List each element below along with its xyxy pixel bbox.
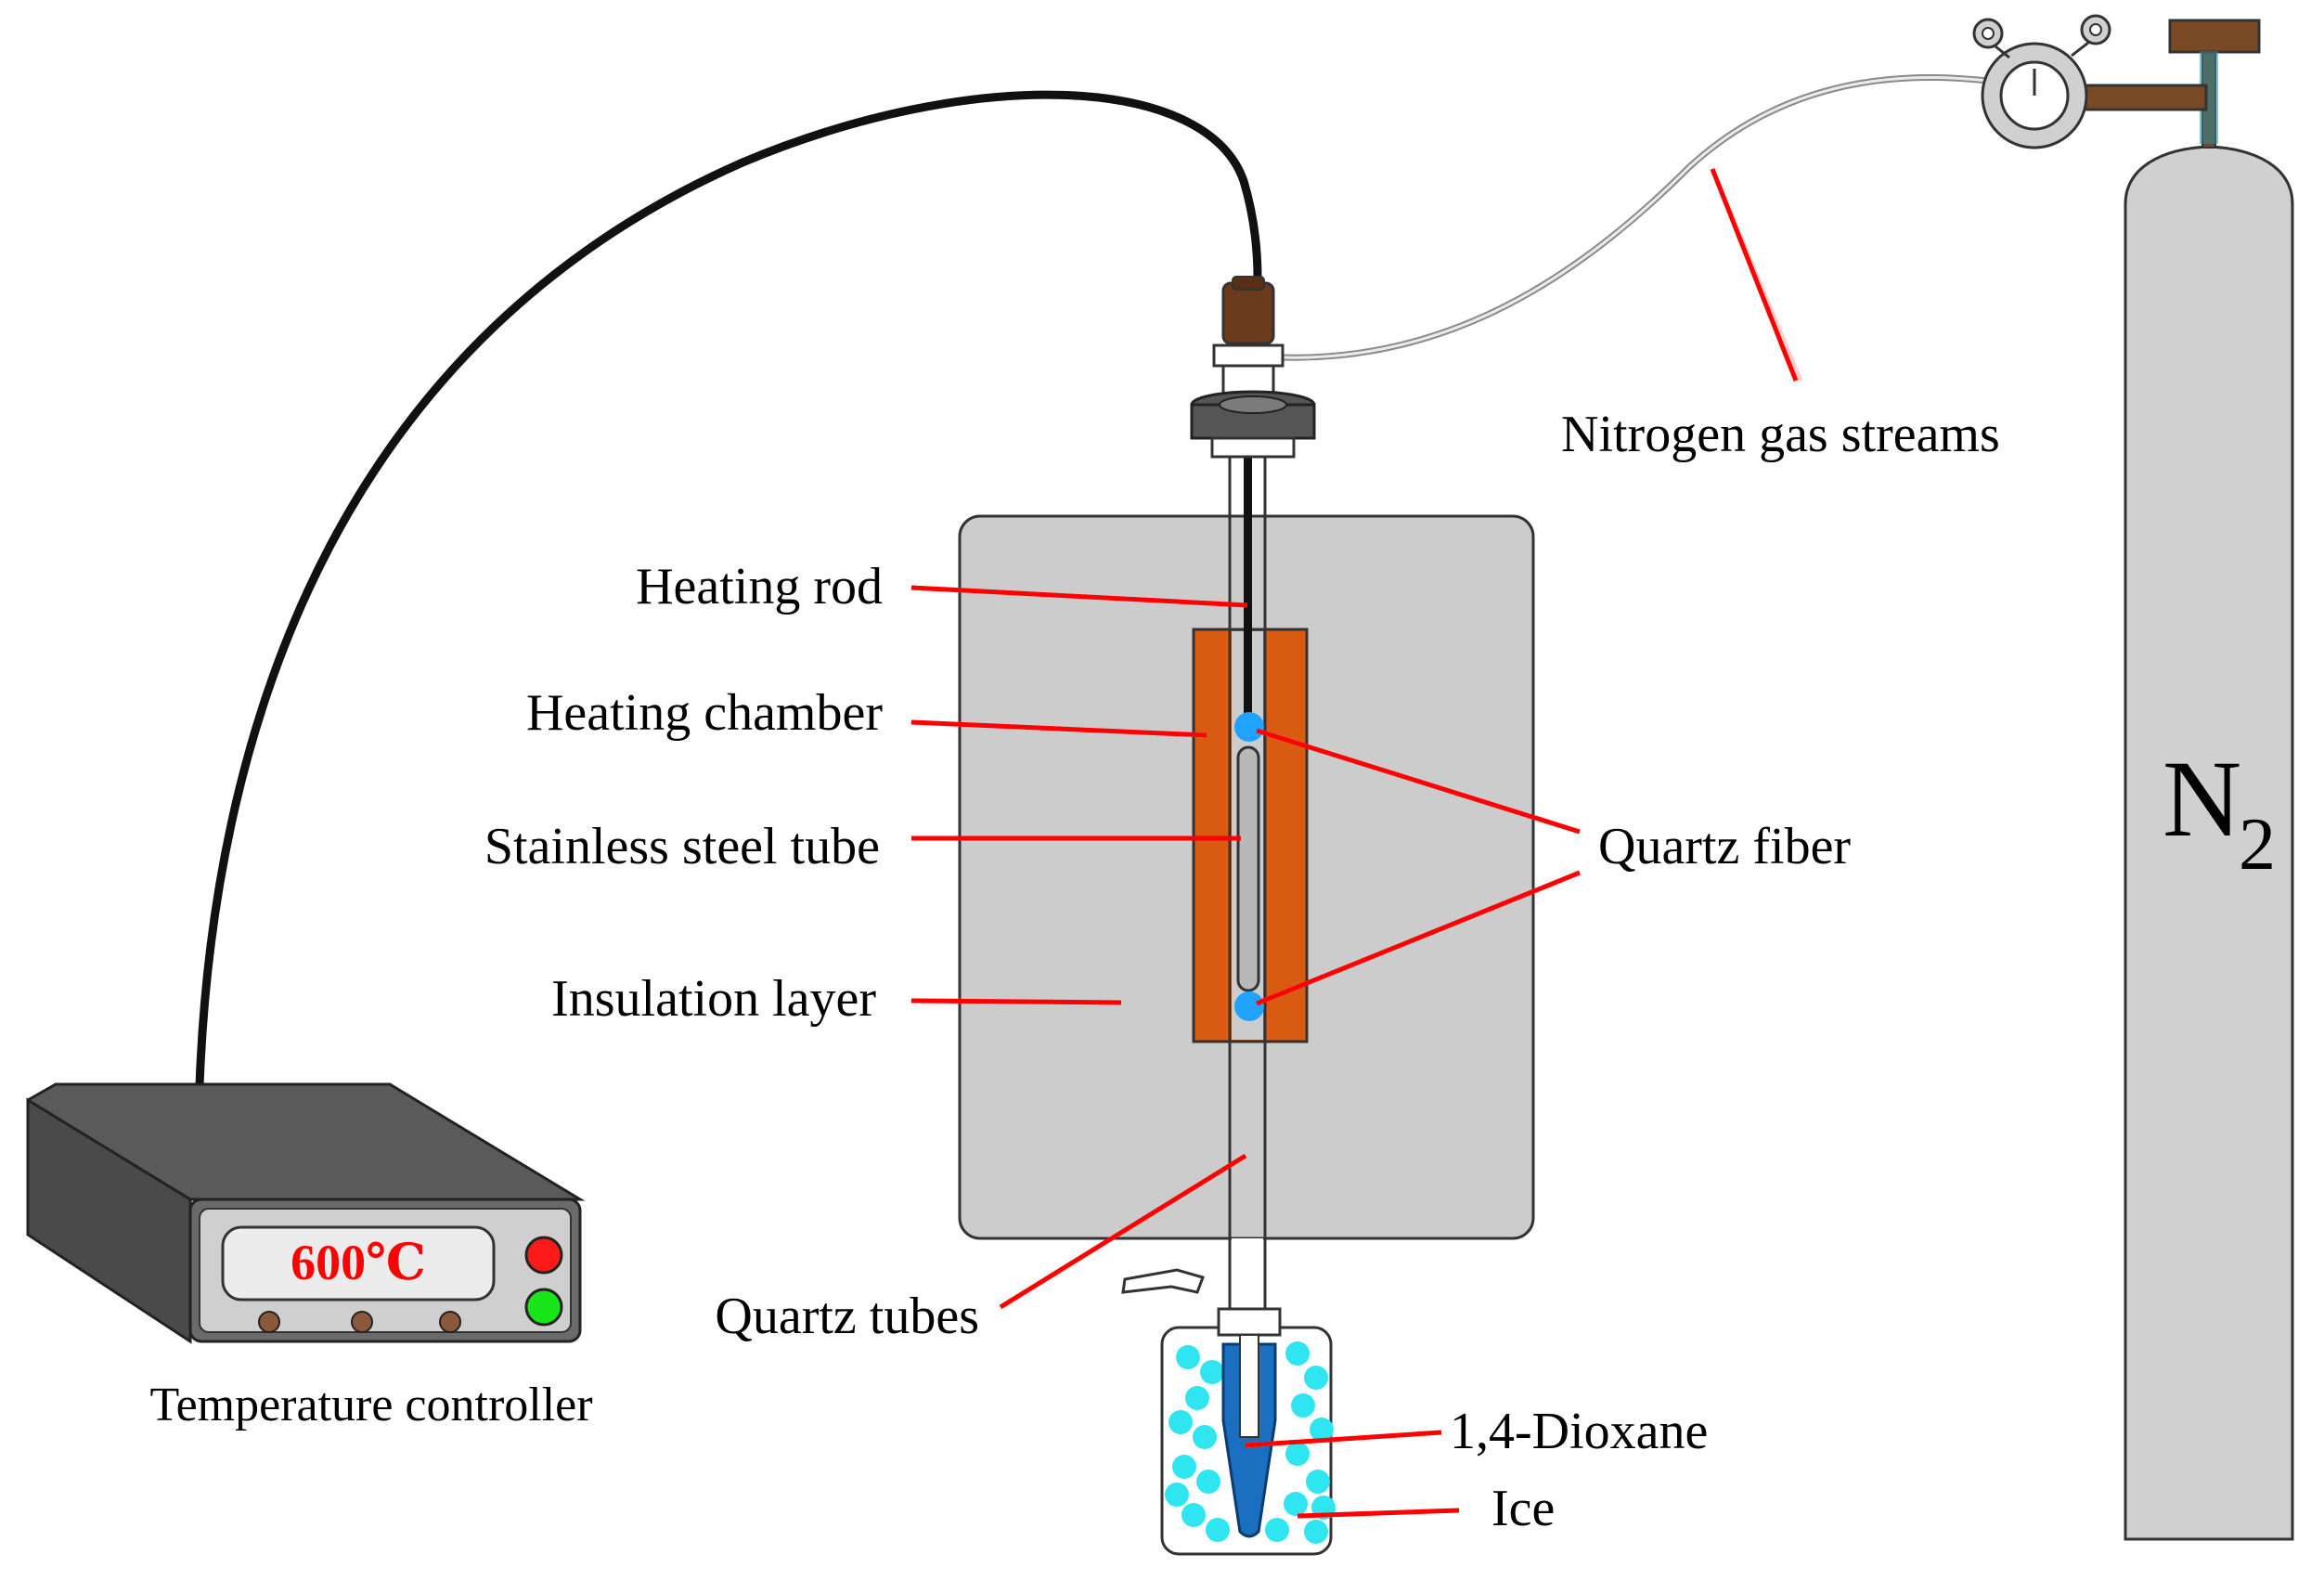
ice-cube: [1196, 1470, 1220, 1494]
red-led: [524, 1236, 563, 1275]
knob-3[interactable]: [439, 1311, 461, 1333]
heating-rod: [1244, 446, 1252, 715]
label-quartz-fiber: Quartz fiber: [1598, 818, 1851, 875]
ice-cube: [1265, 1518, 1289, 1542]
ice-cube: [1193, 1425, 1217, 1449]
dioxane-liquid: [1221, 1342, 1277, 1538]
cylinder-label: N: [2163, 738, 2241, 860]
ice-cube: [1200, 1360, 1224, 1384]
label-nitrogen-gas-streams: Nitrogen gas streams: [1561, 406, 2000, 463]
ice-cube: [1310, 1418, 1334, 1442]
ice-cube: [1291, 1393, 1315, 1418]
ice-cube: [1284, 1492, 1308, 1516]
knob-2[interactable]: [351, 1311, 373, 1333]
controller-display-text: 600℃: [290, 1235, 426, 1290]
ice-cube: [1206, 1518, 1230, 1542]
ice-cube: [1304, 1366, 1328, 1390]
ice-cube: [1304, 1520, 1328, 1544]
nitrogen-cylinder: N 2: [1972, 14, 2294, 1541]
stainless-steel-tube: [1236, 745, 1260, 992]
controller-display: [221, 1225, 496, 1302]
vent-tube: [1121, 1268, 1205, 1294]
leader-lines: [910, 168, 1803, 1519]
ice-cube: [1176, 1345, 1200, 1369]
label-temperature-controller: Temperature controller: [149, 1379, 592, 1431]
label-ice: Ice: [1491, 1480, 1555, 1537]
label-stainless-steel-tube: Stainless steel tube: [484, 818, 880, 875]
ice-cube: [1168, 1410, 1193, 1434]
quartz-fiber-bottom: [1234, 991, 1264, 1021]
label-insulation-layer: Insulation layer: [551, 970, 876, 1028]
ice-cube: [1306, 1470, 1330, 1494]
green-led: [524, 1288, 563, 1327]
ice-cube: [1285, 1341, 1310, 1366]
ice-cube: [1181, 1503, 1206, 1527]
nitrogen-gas-line: [1280, 74, 1996, 361]
ice-cube: [1285, 1442, 1310, 1466]
temperature-controller: 600℃: [26, 1082, 586, 1344]
quartz-fiber-top: [1234, 712, 1264, 742]
ice-cube: [1172, 1455, 1196, 1479]
label-quartz-tubes: Quartz tubes: [715, 1288, 979, 1345]
tube-fitting: [1190, 276, 1316, 459]
knob-1[interactable]: [258, 1311, 280, 1333]
ice-cube: [1165, 1483, 1189, 1507]
label-heating-chamber: Heating chamber: [526, 684, 883, 742]
label-dioxane: 1,4-Dioxane: [1450, 1403, 1708, 1460]
controller-cable: [195, 90, 1262, 1087]
label-heating-rod: Heating rod: [636, 558, 883, 615]
ice-cube: [1185, 1386, 1209, 1410]
cylinder-subscript: 2: [2239, 804, 2276, 886]
